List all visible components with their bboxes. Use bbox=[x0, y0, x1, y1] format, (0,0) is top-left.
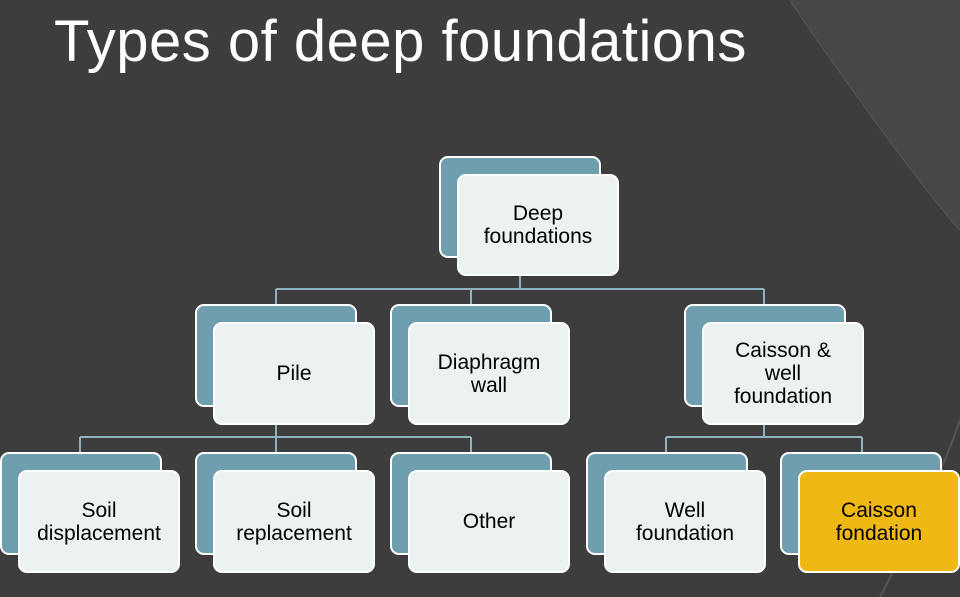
node-deep-foundations: Deep foundations bbox=[439, 156, 619, 276]
node-label: Caisson fondation bbox=[798, 470, 960, 573]
node-soil-displacement: Soil displacement bbox=[0, 452, 180, 573]
node-well-foundation: Well foundation bbox=[586, 452, 766, 573]
node-label: Deep foundations bbox=[457, 174, 619, 276]
node-label: Well foundation bbox=[604, 470, 766, 573]
node-label: Soil displacement bbox=[18, 470, 180, 573]
node-soil-replacement: Soil replacement bbox=[195, 452, 375, 573]
node-other: Other bbox=[390, 452, 570, 573]
node-caisson-well-foundation: Caisson & well foundation bbox=[684, 304, 864, 425]
node-label: Other bbox=[408, 470, 570, 573]
node-caisson-fondation: Caisson fondation bbox=[780, 452, 960, 573]
node-label: Soil replacement bbox=[213, 470, 375, 573]
node-diaphragm-wall: Diaphragm wall bbox=[390, 304, 570, 425]
slide-title: Types of deep foundations bbox=[54, 9, 747, 74]
node-pile: Pile bbox=[195, 304, 375, 425]
node-label: Pile bbox=[213, 322, 375, 425]
node-label: Diaphragm wall bbox=[408, 322, 570, 425]
node-label: Caisson & well foundation bbox=[702, 322, 864, 425]
